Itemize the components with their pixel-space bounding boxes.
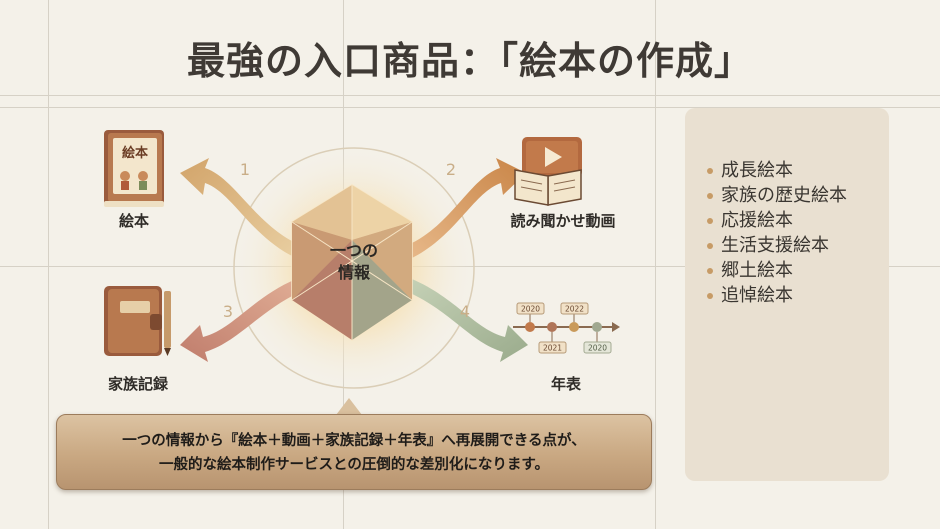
bullet-icon — [707, 218, 713, 224]
list-item-label: 成長絵本 — [721, 160, 793, 181]
grid-line — [0, 95, 940, 96]
book-cover-title: 絵本 — [122, 145, 148, 161]
book-types-panel: 成長絵本 家族の歴史絵本 応援絵本 生活支援絵本 郷土絵本 追悼絵本 — [685, 108, 889, 481]
bullet-icon — [707, 168, 713, 174]
list-item: 成長絵本 — [707, 146, 889, 196]
bullet-icon — [707, 193, 713, 199]
callout-box: 一つの情報から『絵本＋動画＋家族記録＋年表』へ再展開できる点が、 一般的な絵本制… — [56, 414, 652, 490]
callout-line2: 一般的な絵本制作サービスとの圧倒的な差別化になります。 — [159, 457, 549, 473]
list-item-label: 追悼絵本 — [721, 285, 793, 306]
center-label-line2: 情報 — [337, 263, 370, 282]
list-item: 家族の歴史絵本 — [707, 171, 889, 221]
timeline-icon: 2020 2022 2021 2020 — [513, 302, 620, 354]
list-item: 郷土絵本 — [707, 246, 889, 296]
list-item-label: 郷土絵本 — [721, 260, 793, 281]
center-label: 一つの 情報 — [302, 240, 406, 284]
arrow-number-2: 2 — [445, 160, 457, 179]
arrow-number-3: 3 — [222, 302, 234, 321]
arrow-1 — [180, 158, 300, 258]
list-item: 応援絵本 — [707, 196, 889, 246]
arrow-4 — [408, 279, 528, 362]
grid-line — [48, 0, 49, 529]
timeline-year-label: 2022 — [565, 305, 584, 314]
grid-line — [655, 0, 656, 529]
bullet-icon — [707, 293, 713, 299]
list-item-label: 家族の歴史絵本 — [721, 185, 847, 206]
arrow-number-4: 4 — [459, 302, 471, 321]
list-item: 追悼絵本 — [707, 271, 889, 321]
list-item-label: 応援絵本 — [721, 210, 793, 231]
video-book-icon — [514, 137, 582, 206]
list-item: 生活支援絵本 — [707, 221, 889, 271]
node-label-video: 読み聞かせ動画 — [510, 212, 616, 230]
arrow-number-1: 1 — [239, 160, 251, 179]
arrow-3 — [180, 279, 300, 362]
callout-line1: 一つの情報から『絵本＋動画＋家族記録＋年表』へ再展開できる点が、 — [122, 433, 586, 449]
notebook-pen-icon — [104, 286, 171, 356]
callout-text: 一つの情報から『絵本＋動画＋家族記録＋年表』へ再展開できる点が、 一般的な絵本制… — [57, 429, 651, 477]
node-label-family-record: 家族記録 — [107, 375, 169, 393]
node-label-picture-book: 絵本 — [118, 212, 150, 230]
callout-pointer — [336, 398, 362, 415]
page-title: 最強の入口商品：「絵本の作成」 — [186, 39, 753, 83]
timeline-year-label: 2020 — [521, 305, 540, 314]
bullet-icon — [707, 268, 713, 274]
bullet-icon — [707, 243, 713, 249]
center-label-line1: 一つの — [329, 241, 378, 260]
list-item-label: 生活支援絵本 — [721, 235, 829, 256]
timeline-year-label: 2021 — [543, 344, 562, 353]
crystal-icon — [291, 184, 413, 341]
book-types-list: 成長絵本 家族の歴史絵本 応援絵本 生活支援絵本 郷土絵本 追悼絵本 — [685, 108, 889, 321]
node-label-timeline: 年表 — [550, 375, 582, 393]
picture-book-icon: 絵本 — [104, 130, 164, 207]
timeline-year-label: 2020 — [588, 344, 607, 353]
grid-line — [0, 107, 940, 108]
arrow-2 — [408, 158, 526, 258]
